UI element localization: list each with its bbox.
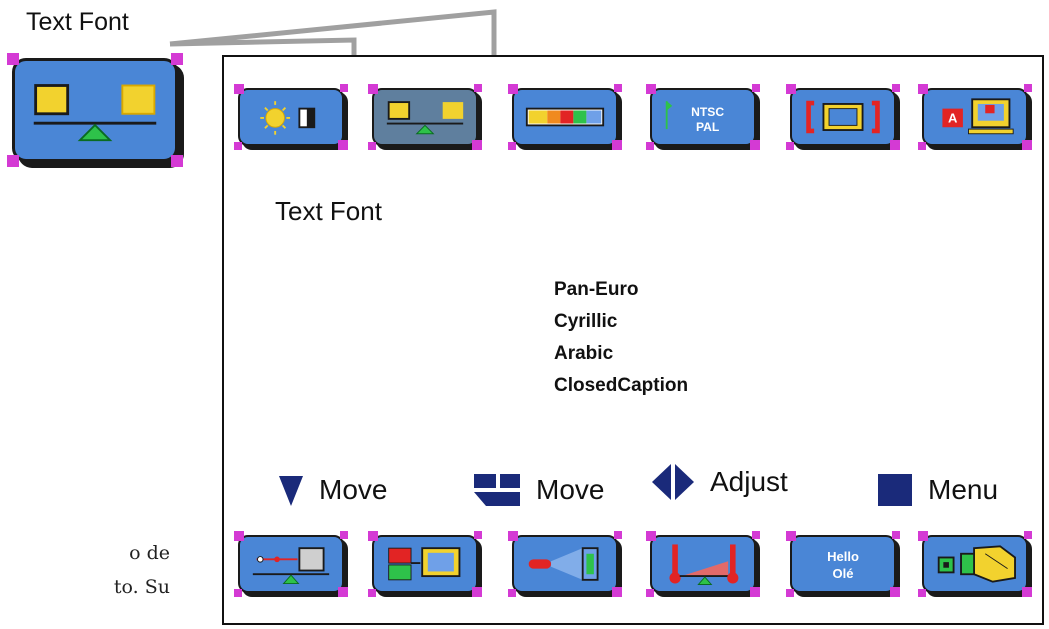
- projector-icon[interactable]: [508, 531, 622, 597]
- option-cyrillic[interactable]: Cyrillic: [554, 311, 618, 332]
- ole-label: Olé: [833, 566, 854, 581]
- option-pan-euro[interactable]: Pan-Euro: [554, 279, 639, 300]
- side-text-line: to. Su: [113, 576, 170, 598]
- side-text-line: o de: [129, 542, 170, 564]
- callout-title: Text Font: [26, 8, 129, 36]
- screen-size-icon[interactable]: [786, 84, 900, 150]
- hint-move-horizontal: Move: [472, 470, 604, 510]
- menu-title: Text Font: [275, 196, 382, 226]
- language-badge: A: [948, 111, 958, 126]
- brightness-contrast-icon[interactable]: [234, 84, 348, 150]
- osd-menu-frame: [222, 55, 1044, 625]
- move-blocks-icon: [474, 474, 520, 506]
- slider-balance-icon[interactable]: [234, 531, 348, 597]
- hint-move-label-2: Move: [536, 474, 605, 505]
- hint-move-vertical: Move: [277, 470, 387, 510]
- text-font-icon[interactable]: [368, 84, 482, 150]
- hint-adjust-label: Adjust: [710, 466, 788, 497]
- option-closed-caption[interactable]: ClosedCaption: [554, 375, 689, 396]
- hello-ole-icon[interactable]: Hello Olé: [786, 531, 900, 597]
- ntsc-label: NTSC: [691, 105, 724, 119]
- hint-move-label: Move: [319, 474, 388, 505]
- hint-menu-label: Menu: [928, 474, 999, 505]
- triangle-down-icon: [279, 476, 303, 506]
- option-arabic[interactable]: Arabic: [554, 343, 614, 364]
- pal-label: PAL: [696, 120, 720, 134]
- side-text: o de to. Su: [0, 536, 170, 604]
- osd-language-icon[interactable]: A: [918, 84, 1032, 150]
- left-right-icon: [652, 464, 694, 500]
- ntsc-pal-icon[interactable]: NTSC PAL: [646, 84, 760, 150]
- input-select-icon[interactable]: [368, 531, 482, 597]
- color-bar-icon[interactable]: [508, 84, 622, 150]
- thermometer-icon[interactable]: [646, 531, 760, 597]
- hint-menu: Menu: [876, 470, 998, 510]
- square-menu-icon: [878, 474, 912, 506]
- hello-label: Hello: [827, 549, 859, 564]
- text-font-options: Pan-Euro Cyrillic Arabic ClosedCaption: [554, 280, 688, 408]
- callout-text-font-icon: [7, 53, 183, 167]
- hand-pointer-icon[interactable]: [918, 531, 1032, 597]
- hint-adjust: Adjust: [650, 462, 788, 502]
